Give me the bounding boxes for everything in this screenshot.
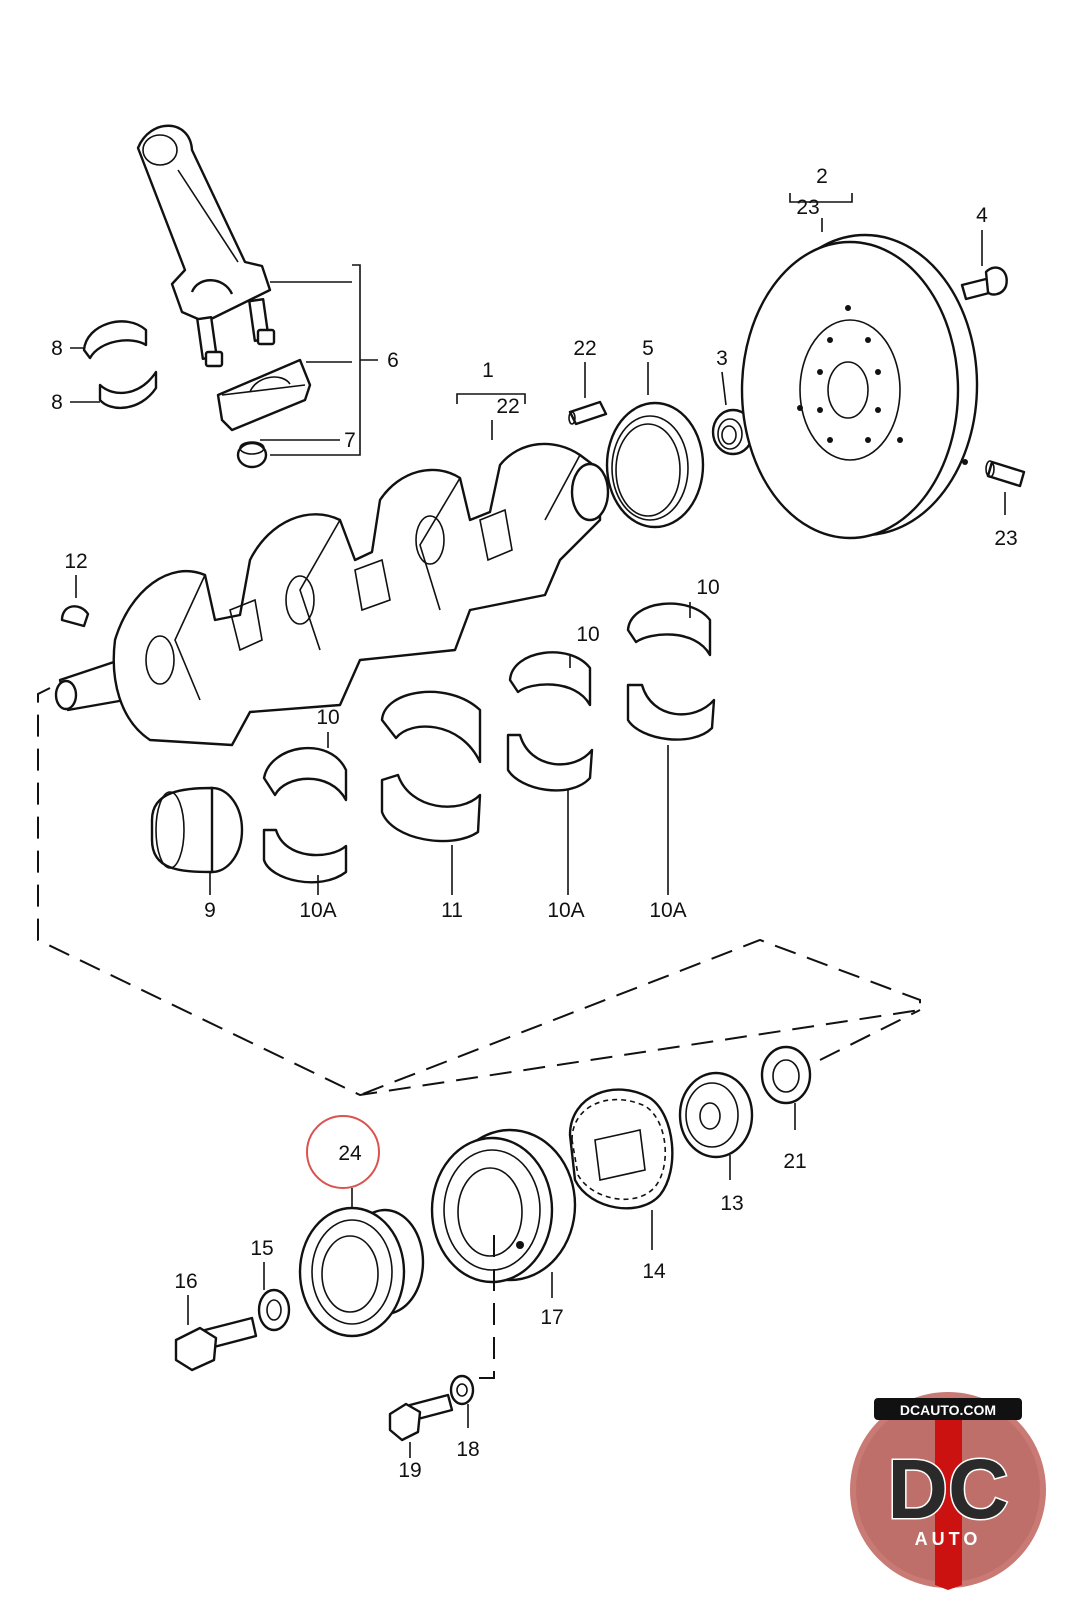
main-bearing-9 — [150, 786, 244, 874]
label-23-top: 23 — [796, 196, 819, 219]
bearing-shells-10-pos3 — [626, 602, 716, 741]
pilot-bearing — [711, 408, 755, 456]
flywheel-bolt — [960, 266, 1008, 301]
label-6: 6 — [387, 349, 399, 372]
label-11: 11 — [441, 899, 463, 922]
pulley-17 — [430, 1128, 577, 1284]
label-7: 7 — [344, 429, 356, 452]
logo-top-text: DCAUTO.COM — [900, 1402, 996, 1418]
logo-sub-text: AUTO — [915, 1529, 982, 1549]
bolt-19 — [388, 1393, 454, 1442]
label-13: 13 — [720, 1192, 743, 1215]
rod-nut — [236, 441, 268, 469]
washer-18 — [449, 1374, 475, 1406]
washer-15 — [257, 1288, 291, 1332]
label-9: 9 — [204, 899, 216, 922]
label-5: 5 — [642, 337, 654, 360]
dcauto-logo: DCAUTO.COM DC AUTO — [850, 1392, 1046, 1590]
label-10A-pos2: 10A — [547, 899, 584, 922]
label-12: 12 — [64, 550, 87, 573]
dowel-pin — [568, 400, 608, 426]
timing-gear-13 — [678, 1071, 754, 1159]
bearing-shells-10-pos1 — [262, 746, 348, 884]
label-10A-pos1: 10A — [299, 899, 336, 922]
rear-seal — [605, 401, 705, 529]
label-4: 4 — [976, 204, 988, 227]
woodruff-key — [60, 605, 90, 628]
label-8-upper: 8 — [51, 337, 63, 360]
flywheel — [740, 233, 979, 540]
label-16: 16 — [174, 1270, 197, 1293]
label-1: 1 — [482, 359, 494, 382]
label-15: 15 — [250, 1237, 273, 1260]
label-10-pos1: 10 — [316, 706, 339, 729]
label-8-lower: 8 — [51, 391, 63, 414]
label-14: 14 — [642, 1260, 666, 1283]
rod-bearing-shells — [82, 320, 158, 410]
label-10-pos2: 10 — [576, 623, 599, 646]
highlight-circle-24 — [306, 1115, 380, 1189]
label-24: 24 — [338, 1142, 362, 1165]
label-23-bottom: 23 — [994, 527, 1017, 550]
label-2: 2 — [816, 165, 828, 188]
thrust-bearing-11 — [380, 690, 482, 843]
label-18: 18 — [456, 1438, 479, 1461]
label-17: 17 — [540, 1306, 563, 1329]
bearing-shells-10-pos2 — [506, 651, 594, 792]
connecting-rod — [136, 124, 276, 368]
crankshaft — [54, 442, 610, 747]
logo-main-text: DC — [887, 1442, 1008, 1536]
sprocket-14 — [568, 1088, 674, 1210]
flywheel-dowel — [985, 460, 1026, 488]
label-10-pos3: 10 — [696, 576, 719, 599]
connecting-rod-cap — [216, 358, 312, 432]
bolt-16 — [174, 1316, 258, 1372]
label-3: 3 — [716, 347, 728, 370]
label-19: 19 — [398, 1459, 421, 1482]
label-22-pin: 22 — [573, 337, 596, 360]
label-21: 21 — [783, 1150, 806, 1173]
seal-ring-21 — [760, 1045, 812, 1105]
damper-24 — [298, 1206, 425, 1338]
label-10A-pos3: 10A — [649, 899, 686, 922]
label-22-top: 22 — [496, 395, 519, 418]
